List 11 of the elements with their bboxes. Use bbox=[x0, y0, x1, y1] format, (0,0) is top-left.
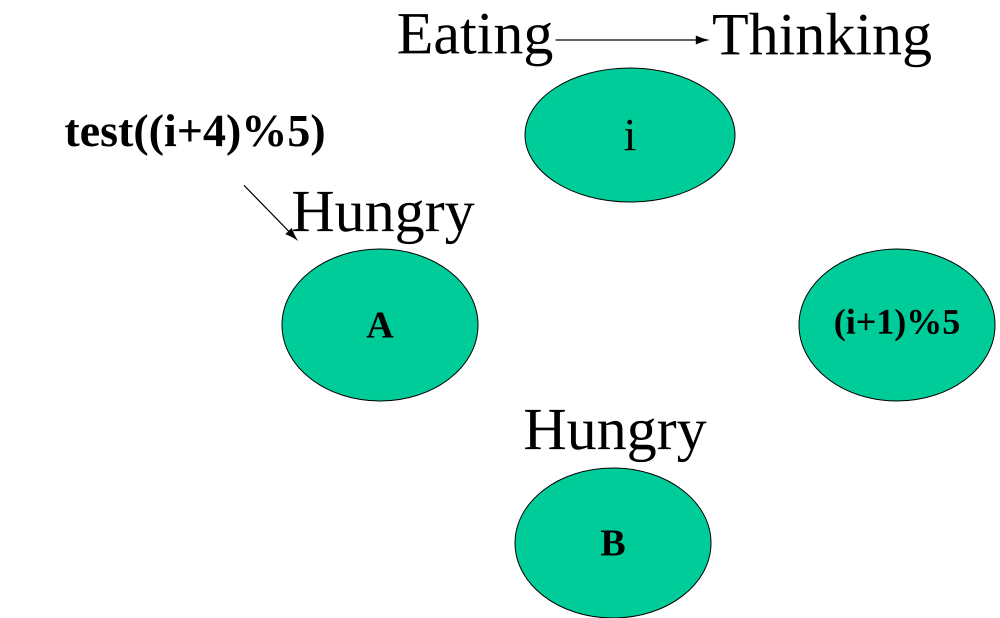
arrow bbox=[244, 184, 297, 240]
ellipse-node: B bbox=[514, 468, 712, 618]
state-label: Hungry bbox=[525, 410, 706, 462]
state-label: Thinking bbox=[713, 12, 931, 68]
state-label: Hungry bbox=[293, 192, 474, 244]
ellipse-node: i bbox=[524, 68, 736, 202]
arrow bbox=[556, 36, 708, 44]
state-label: Eating bbox=[398, 14, 552, 66]
function-label: test((i+4)%5) bbox=[65, 114, 324, 156]
ellipse-node: (i+1)%5 bbox=[798, 248, 996, 402]
ellipse-node: A bbox=[282, 248, 478, 402]
